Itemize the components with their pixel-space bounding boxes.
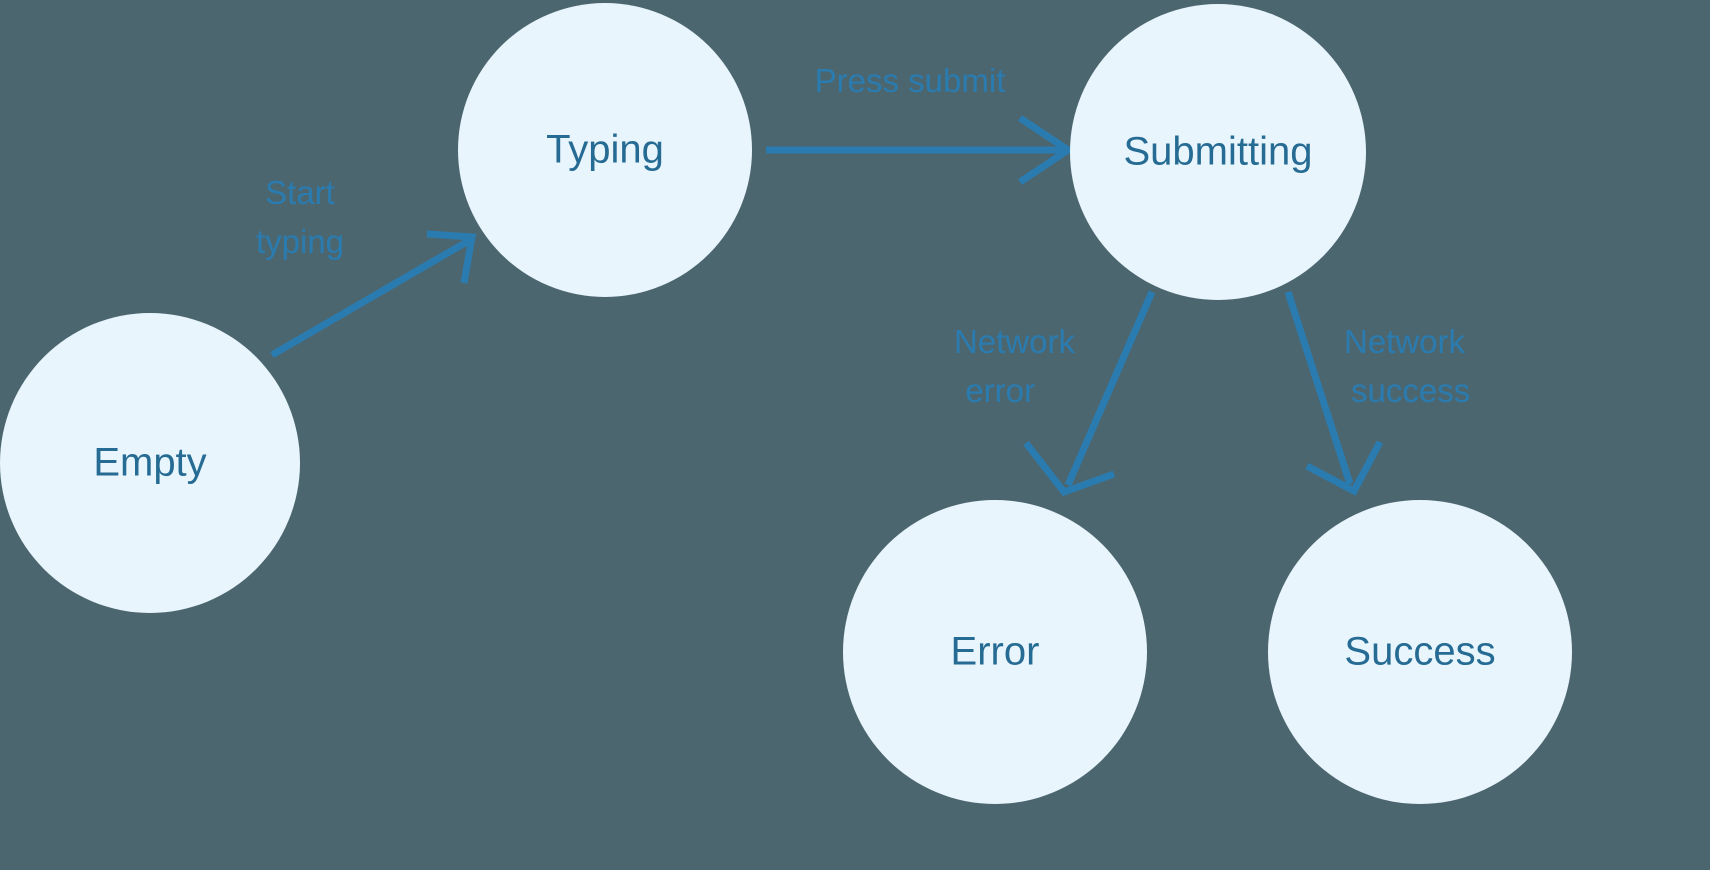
edge-submitting-to-success-line [1284, 290, 1354, 486]
state-node-empty[interactable]: Empty [0, 313, 300, 613]
edge-label-start-typing: Start typing [256, 174, 344, 260]
edge-label-start-typing-line2: typing [256, 223, 344, 260]
state-node-typing-label: Typing [546, 128, 664, 172]
state-node-error-circle[interactable] [843, 500, 1147, 804]
edge-label-network-success-line2: success [1351, 372, 1470, 409]
edge-empty-to-typing-arrowhead [426, 230, 477, 284]
state-node-submitting[interactable]: Submitting [1070, 4, 1366, 300]
edge-label-network-error-line1: Network [954, 323, 1076, 360]
edge-submitting-to-error-arrowhead [1023, 440, 1116, 497]
edge-label-network-success-line1: Network [1344, 323, 1466, 360]
state-node-typing-circle[interactable] [458, 3, 752, 297]
edge-submitting-to-success [1284, 290, 1384, 496]
state-node-empty-circle[interactable] [0, 313, 300, 613]
edge-submitting-to-error [1023, 290, 1156, 497]
edge-label-press-submit: Press submit [815, 62, 1006, 99]
state-node-error-label: Error [951, 630, 1040, 674]
edge-label-network-success: Network success [1344, 323, 1470, 409]
edge-label-network-error: Network error [954, 323, 1076, 409]
edge-typing-to-submitting [766, 115, 1075, 185]
edge-typing-to-submitting-arrowhead [1018, 115, 1075, 185]
state-node-typing[interactable]: Typing [458, 3, 752, 297]
state-node-submitting-circle[interactable] [1070, 4, 1366, 300]
edge-label-start-typing-line1: Start [265, 174, 335, 211]
state-node-error[interactable]: Error [843, 500, 1147, 804]
edge-submitting-to-error-line [1064, 290, 1156, 487]
state-node-submitting-label: Submitting [1124, 130, 1313, 174]
edge-label-network-error-line2: error [965, 372, 1035, 409]
edge-empty-to-typing [270, 230, 477, 359]
state-node-success[interactable]: Success [1268, 500, 1572, 804]
state-node-empty-label: Empty [93, 441, 206, 485]
state-node-success-circle[interactable] [1268, 500, 1572, 804]
edge-empty-to-typing-line [270, 236, 472, 359]
edge-submitting-to-success-arrowhead [1305, 440, 1384, 496]
edge-label-press-submit-text: Press submit [815, 62, 1006, 99]
state-node-success-label: Success [1344, 630, 1495, 674]
